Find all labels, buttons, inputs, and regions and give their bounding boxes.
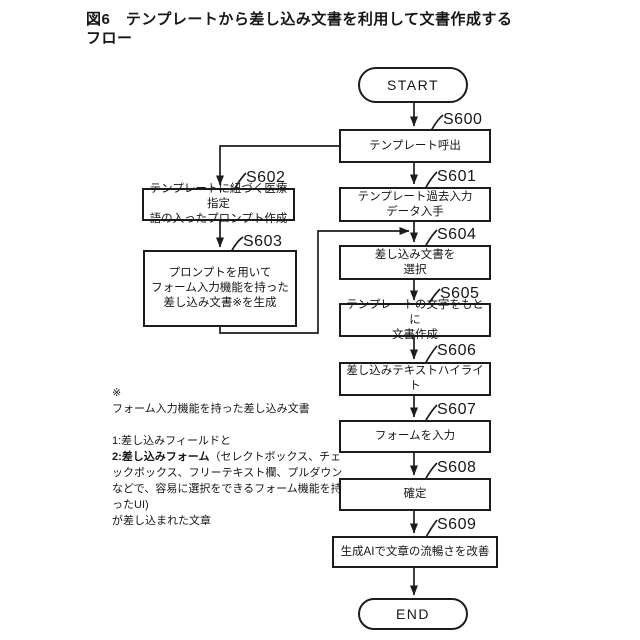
figure-title: 図6 テンプレートから差し込み文書を利用して文書作成する フロー — [86, 10, 566, 48]
footnote-item2-bold: 2:差し込みフォーム — [112, 451, 210, 463]
step-box-s608: 確定 — [339, 478, 491, 511]
step-text: テンプレートに紐づく医療指定 — [149, 183, 288, 210]
step-box-s604: 差し込み文書を 選択 — [339, 245, 491, 280]
step-box-s607: フォームを入力 — [339, 420, 491, 453]
footnote-item3: が差し込まれた文章 — [112, 515, 211, 527]
footnote-item2-rest: （セレクトボックス、チェックボックス、フリーテキスト欄、プルダウンなどで、容易に… — [112, 451, 343, 511]
step-text: プロンプトを用いて — [168, 267, 272, 279]
step-box-s606: 差し込みテキストハイライト — [339, 362, 491, 396]
footnote-subtitle: フォーム入力機能を持った差し込み文書 — [112, 403, 310, 415]
step-text: 語の入ったプロンプト作成 — [149, 213, 288, 225]
step-text: テンプレートの文字をもとに — [346, 298, 484, 326]
step-text: フォームを入力 — [374, 430, 456, 442]
footnote-block: ※ フォーム入力機能を持った差し込み文書 1:差し込みフィールドと 2:差し込み… — [112, 385, 350, 529]
step-text: 差し込み文書※を生成 — [163, 297, 277, 309]
terminal-end-label: END — [395, 606, 431, 622]
terminal-start: START — [358, 67, 468, 103]
step-text: 確定 — [403, 488, 427, 500]
step-text: 差し込みテキストハイライト — [346, 365, 484, 392]
step-box-s603: プロンプトを用いて フォーム入力機能を持った 差し込み文書※を生成 — [143, 250, 297, 327]
step-text: フォーム入力機能を持った — [151, 282, 289, 294]
connector-s603-to-s604-merge — [219, 227, 410, 334]
step-label-s600: S600 — [443, 111, 483, 128]
footnote-item2: 2:差し込みフォーム（セレクトボックス、チェックボックス、フリーテキスト欄、プル… — [112, 449, 350, 513]
terminal-end: END — [358, 598, 468, 630]
step-label-s608: S608 — [437, 459, 477, 476]
figure-title-line1: 図6 テンプレートから差し込み文書を利用して文書作成する — [86, 11, 513, 28]
step-box-s600: テンプレート呼出 — [339, 129, 491, 163]
step-box-s601: テンプレート過去入力 データ入手 — [339, 187, 491, 222]
step-label-s605: S605 — [440, 285, 480, 302]
step-text: 文書作成 — [392, 328, 438, 341]
step-label-s601: S601 — [437, 168, 477, 185]
step-text: 差し込み文書を — [374, 248, 456, 261]
step-box-s609: 生成AIで文章の流暢さを改善 — [332, 536, 498, 568]
connector-s600-to-s602 — [216, 145, 339, 186]
step-label-s603: S603 — [243, 233, 283, 250]
step-label-s609: S609 — [437, 516, 477, 533]
label-leader-ticks — [230, 114, 444, 540]
step-box-s605: テンプレートの文字をもとに 文書作成 — [339, 299, 491, 341]
step-box-s602: テンプレートに紐づく医療指定 語の入ったプロンプト作成 — [142, 183, 295, 225]
step-text: テンプレート呼出 — [369, 139, 461, 152]
step-label-s602: S602 — [246, 169, 286, 186]
terminal-start-label: START — [386, 77, 440, 93]
footnote-item1: 1:差し込みフィールドと — [112, 435, 231, 447]
step-text: 選択 — [403, 263, 427, 276]
step-label-s607: S607 — [437, 401, 477, 418]
step-label-s606: S606 — [437, 342, 477, 359]
step-text: 生成AIで文章の流暢さを改善 — [340, 545, 490, 558]
footnote-spacer — [112, 417, 350, 433]
step-label-s604: S604 — [437, 226, 477, 243]
footnote-symbol: ※ — [112, 387, 122, 399]
step-text: テンプレート過去入力 — [357, 190, 473, 203]
figure-title-line2: フロー — [86, 30, 133, 47]
step-text: データ入手 — [386, 205, 444, 218]
